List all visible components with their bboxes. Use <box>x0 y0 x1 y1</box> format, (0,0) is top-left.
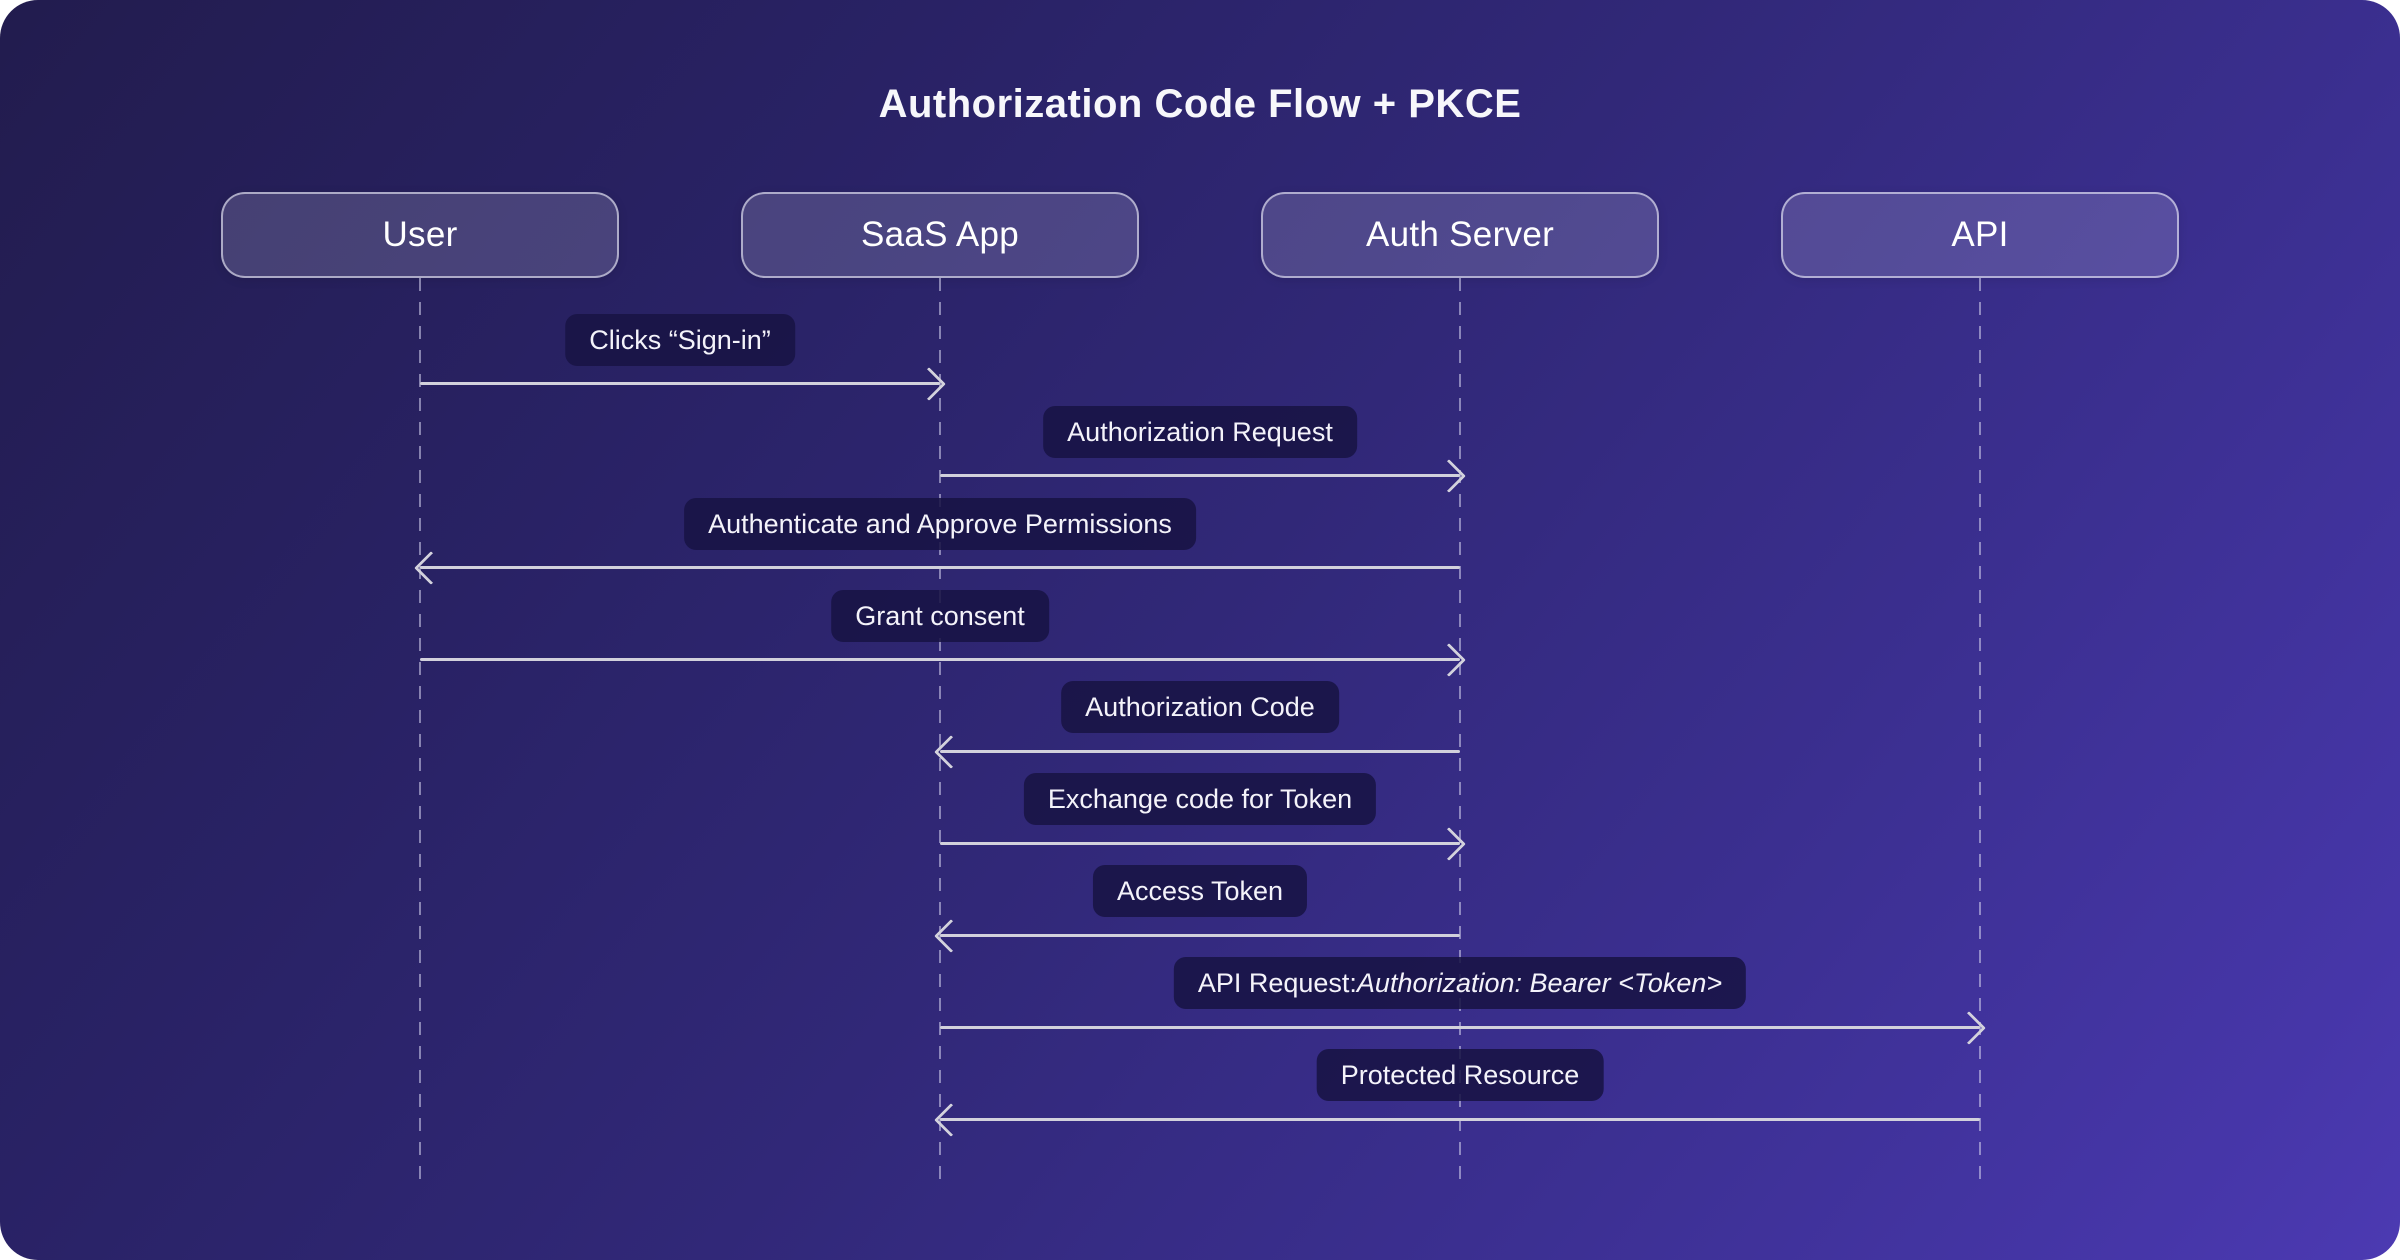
message-label-text: Authenticate and Approve Permissions <box>708 508 1172 539</box>
message-arrow-right-icon <box>940 842 1460 845</box>
message-label: Authenticate and Approve Permissions <box>684 498 1196 550</box>
message-label-text: Protected Resource <box>1340 1059 1580 1090</box>
actor-saas-app: SaaS App <box>741 192 1139 278</box>
message-label-text: Exchange code for Token <box>1047 783 1353 814</box>
message-label: Grant consent <box>831 590 1049 642</box>
message-label: Authorization Request <box>1043 406 1357 458</box>
message-label-text: API Request: <box>1197 967 1357 998</box>
message-label-text: Clicks “Sign-in” <box>589 324 771 355</box>
actor-api-label: API <box>1951 215 2009 254</box>
message-arrow-right-icon <box>420 382 940 385</box>
message-label-text: Grant consent <box>855 600 1025 631</box>
message-arrow-right-icon <box>420 658 1460 661</box>
message-arrow-right-icon <box>940 474 1460 477</box>
actor-api: API <box>1781 192 2179 278</box>
message-arrow-left-icon <box>940 934 1460 937</box>
message-arrow-left-icon <box>940 750 1460 753</box>
message-label: Exchange code for Token <box>1023 773 1377 825</box>
message-label: Clicks “Sign-in” <box>565 314 795 366</box>
lifeline-user <box>419 278 421 1186</box>
message-label: Access Token <box>1092 865 1308 917</box>
message-label: Protected Resource <box>1316 1049 1604 1101</box>
message-label-italic-text: Authorization: Bearer <Token> <box>1356 967 1723 998</box>
message-arrow-left-icon <box>420 566 1460 569</box>
message-label: Authorization Code <box>1061 681 1339 733</box>
lifeline-auth-server <box>1459 278 1461 1186</box>
message-label: API Request: Authorization: Bearer <Toke… <box>1173 957 1747 1009</box>
actor-auth-server-label: Auth Server <box>1365 215 1555 254</box>
page-title: Authorization Code Flow + PKCE <box>878 82 1522 126</box>
message-arrow-right-icon <box>940 1026 1980 1029</box>
actor-user: User <box>221 192 619 278</box>
message-arrow-left-icon <box>940 1118 1980 1121</box>
message-label-text: Access Token <box>1116 875 1284 906</box>
actor-saas-app-label: SaaS App <box>860 215 1020 254</box>
message-label-text: Authorization Request <box>1067 416 1333 447</box>
message-label-text: Authorization Code <box>1085 691 1315 722</box>
lifeline-api <box>1979 278 1981 1186</box>
actor-auth-server: Auth Server <box>1261 192 1659 278</box>
lifeline-saas-app <box>939 278 941 1186</box>
actor-user-label: User <box>382 215 458 254</box>
